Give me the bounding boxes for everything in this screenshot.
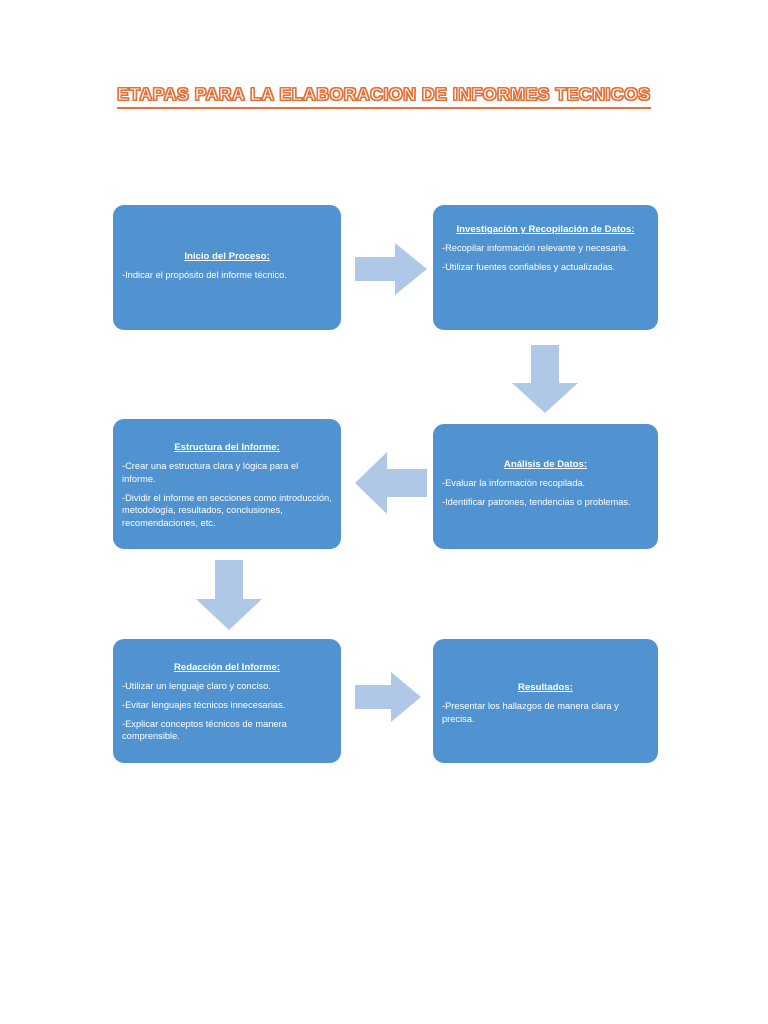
- flow-node-title: Análisis de Datos:: [503, 459, 588, 470]
- flow-node-title: Investigación y Recopilación de Datos:: [456, 224, 635, 235]
- flow-node-body: -Evaluar la información recopilada. -Ide…: [442, 477, 649, 509]
- flow-node-title: Redacción del Informe:: [173, 662, 281, 673]
- flow-node-analisis-de-datos[interactable]: Análisis de Datos: -Evaluar la informaci…: [433, 424, 658, 549]
- page-title: ETAPAS PARA LA ELABORACION DE INFORMES T…: [117, 83, 651, 109]
- flow-node-body: -Presentar los hallazgos de manera clara…: [442, 700, 649, 726]
- flow-node-title: Estructura del Informe:: [174, 442, 280, 453]
- flow-node-line: -Evitar lenguajes técnicos innecesarias.: [122, 699, 286, 710]
- flow-node-line: -Indicar el propósito del informe técnic…: [122, 269, 287, 280]
- flow-node-line: -Utilizar fuentes confiables y actualiza…: [442, 261, 616, 272]
- flow-node-line: -Dividir el informe en secciones como in…: [122, 492, 332, 529]
- flow-node-inicio-del-proceso[interactable]: Inicio del Proceso: -Indicar el propósit…: [113, 205, 341, 330]
- flow-node-body: -Utilizar un lenguaje claro y conciso. -…: [122, 680, 332, 743]
- flow-node-title: Inicio del Proceso:: [184, 251, 270, 262]
- flow-node-line: -Presentar los hallazgos de manera clara…: [442, 700, 619, 724]
- arrow-left-icon: [355, 452, 427, 514]
- flow-node-redaccion-del-informe[interactable]: Redacción del Informe: -Utilizar un leng…: [113, 639, 341, 763]
- flow-node-line: -Utilizar un lenguaje claro y conciso.: [122, 680, 271, 691]
- flow-node-investigacion-recopilacion-datos[interactable]: Investigación y Recopilación de Datos: -…: [433, 205, 658, 330]
- flow-node-line: -Evaluar la información recopilada.: [442, 477, 586, 488]
- flow-node-resultados[interactable]: Resultados: -Presentar los hallazgos de …: [433, 639, 658, 763]
- arrow-right-icon: [355, 243, 427, 295]
- page-title-container: ETAPAS PARA LA ELABORACION DE INFORMES T…: [0, 83, 768, 109]
- flow-node-body: -Crear una estructura clara y lógica par…: [122, 460, 332, 530]
- flow-node-estructura-del-informe[interactable]: Estructura del Informe: -Crear una estru…: [113, 419, 341, 549]
- flow-node-line: -Identificar patrones, tendencias o prob…: [442, 496, 631, 507]
- arrow-down-icon: [512, 345, 578, 413]
- flow-node-line: -Explicar conceptos técnicos de manera c…: [122, 718, 287, 742]
- flow-node-body: -Recopilar información relevante y neces…: [442, 242, 649, 274]
- arrow-right-icon: [355, 672, 421, 722]
- flow-node-title: Resultados:: [518, 682, 573, 693]
- flow-node-line: -Recopilar información relevante y neces…: [442, 242, 629, 253]
- flow-node-line: -Crear una estructura clara y lógica par…: [122, 460, 299, 484]
- arrow-down-icon: [196, 560, 262, 630]
- flow-node-body: -Indicar el propósito del informe técnic…: [122, 269, 332, 282]
